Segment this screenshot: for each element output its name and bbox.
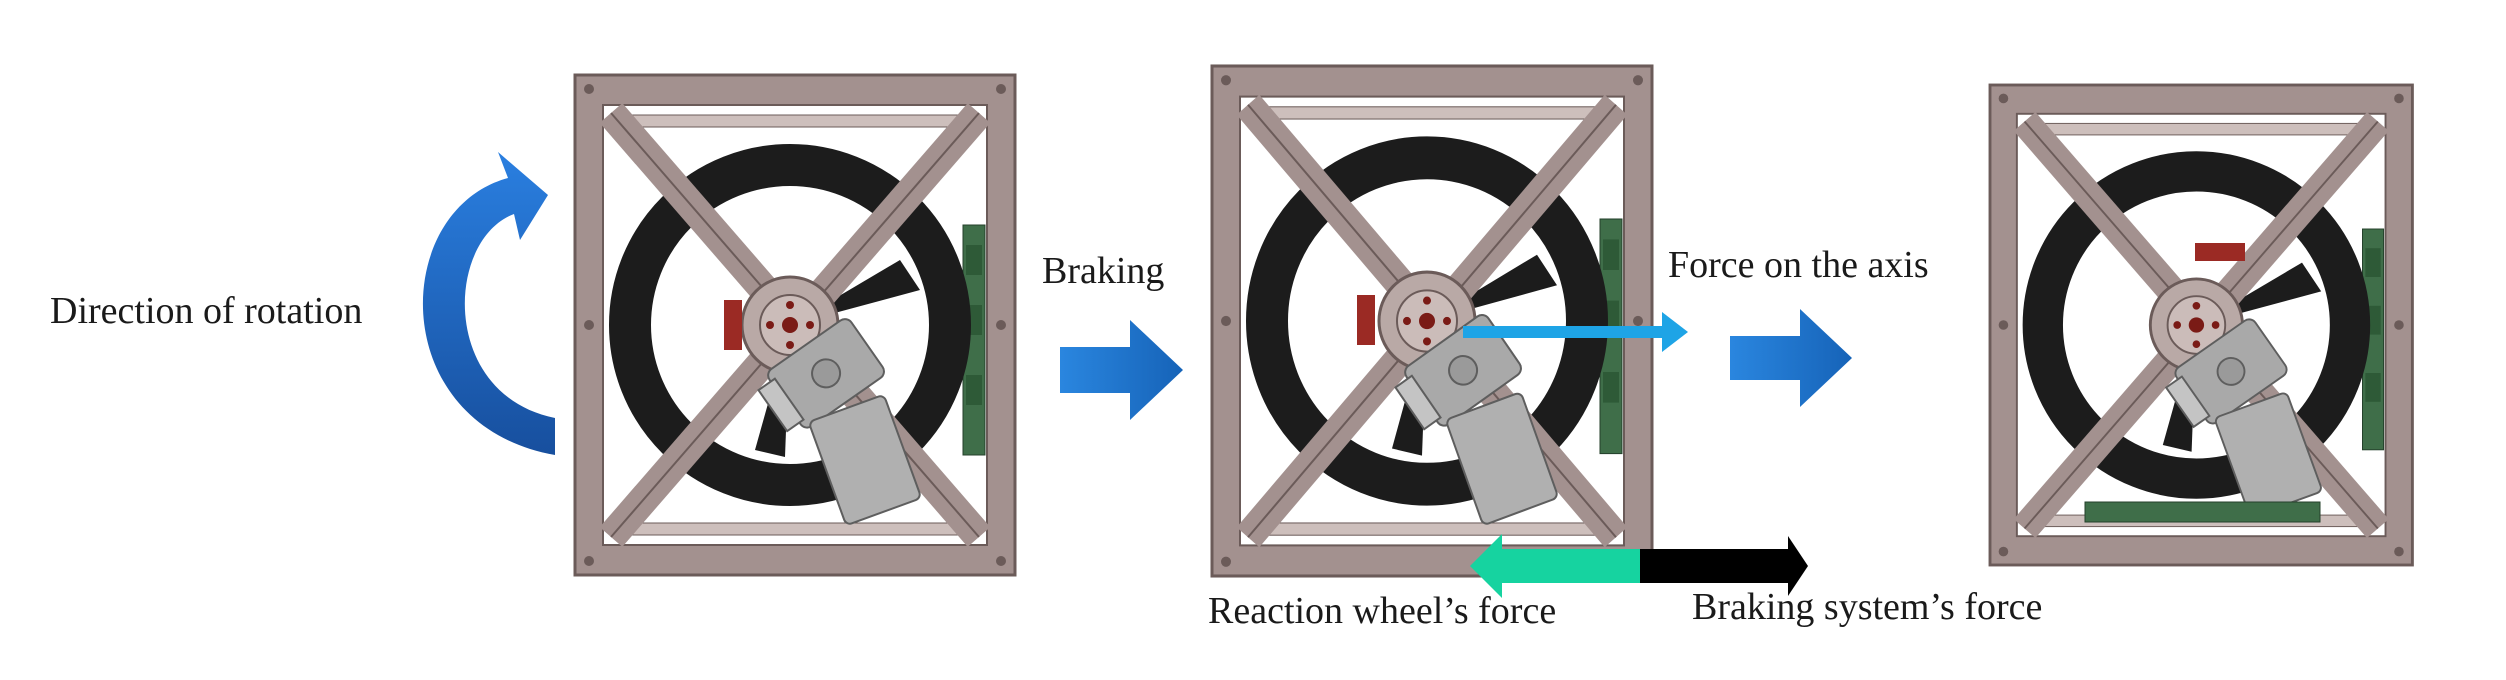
direction-of-rotation-label: Direction of rotation	[50, 290, 363, 332]
flow-arrow-1-icon	[1060, 320, 1183, 420]
reaction-wheel-force-label: Reaction wheel’s force	[1208, 590, 1557, 632]
satellite-module-stage-1	[575, 75, 1015, 575]
rotation-arrow-icon	[422, 152, 555, 455]
force-on-axis-label: Force on the axis	[1668, 244, 1929, 286]
reaction-wheel-force-arrow-icon	[1470, 534, 1640, 598]
braking-system-force-arrow-icon	[1640, 536, 1808, 596]
axis-force-arrow-icon	[1463, 312, 1688, 352]
satellite-module-stage-2	[1212, 66, 1652, 576]
braking-system-force-label: Braking system’s force	[1692, 586, 2043, 628]
satellite-module-stage-3	[1990, 85, 2412, 565]
flow-arrow-2-icon	[1730, 309, 1852, 407]
braking-label: Braking	[1042, 250, 1165, 292]
